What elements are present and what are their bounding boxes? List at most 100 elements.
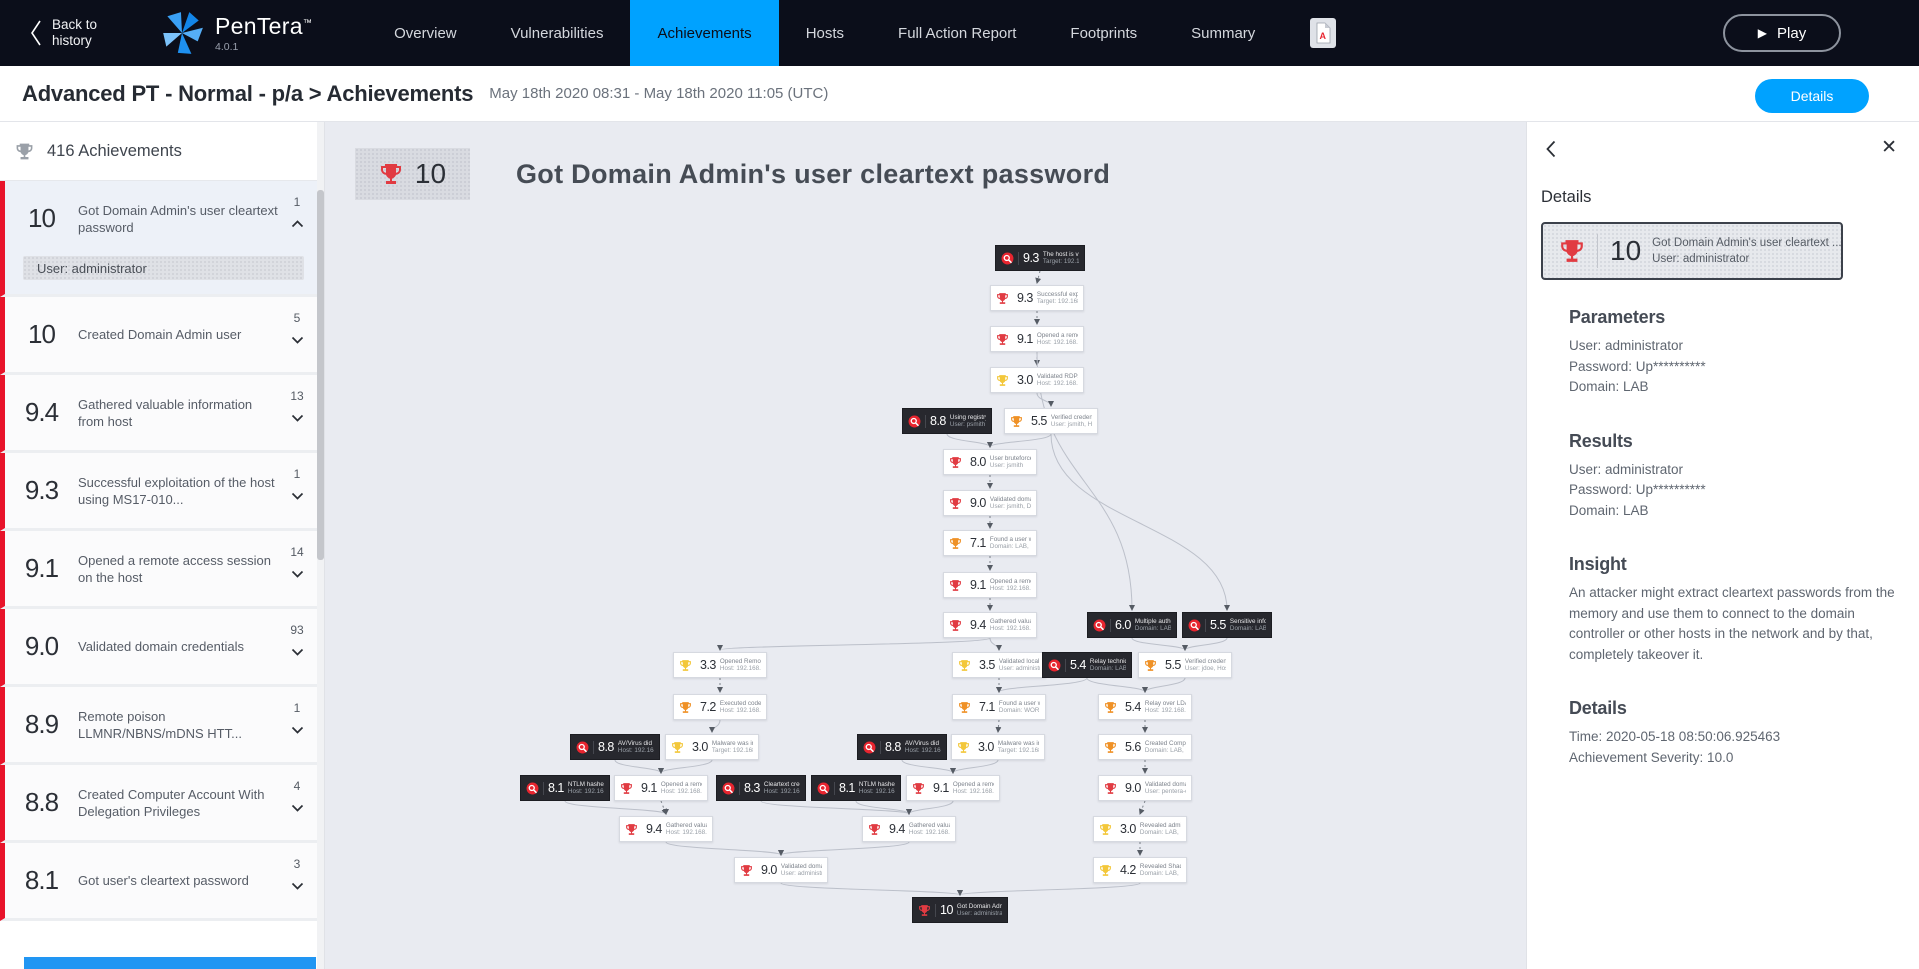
node-line2: Host: 192.168.20.20 [989, 585, 1031, 592]
graph-edge [717, 637, 991, 651]
node-line2: Host: 192.168.20.20 [567, 788, 604, 795]
vulnerability-icon [863, 741, 876, 754]
node-text: Opened a remote access ...Host: 192.168.… [1037, 332, 1078, 347]
achievement-title: Successful exploitation of the host usin… [78, 474, 275, 507]
node-line2: Host: 192.168.20.20 [719, 665, 761, 672]
tab-full-action-report[interactable]: Full Action Report [898, 24, 1017, 42]
tab-overview[interactable]: Overview [394, 24, 457, 42]
export-pdf-button[interactable] [1310, 0, 1336, 66]
node-line1: Created Computer Account [1144, 739, 1186, 747]
sidebar-scrollbar-thumb[interactable] [317, 190, 324, 560]
chevron-down-icon[interactable] [284, 643, 310, 661]
achievement-item-meta: 93 [284, 623, 310, 661]
graph-edge [780, 882, 963, 896]
selected-achievement-card[interactable]: 10 Got Domain Admin's user cleartext ...… [1541, 222, 1843, 280]
sidebar-scrollbar-track[interactable] [317, 122, 324, 969]
graph-node[interactable]: 8.8AV/Virus did not block m...Host: 192.… [857, 734, 947, 760]
chevron-down-icon[interactable] [284, 487, 310, 505]
node-score: 5.4 [1125, 700, 1141, 714]
node-line1: Gathered valuable inform... [989, 617, 1031, 625]
achievement-score: 10 [28, 319, 56, 349]
node-score: 3.0 [1017, 373, 1033, 387]
chevron-down-icon[interactable] [284, 877, 310, 895]
close-icon[interactable]: ✕ [1881, 137, 1897, 158]
node-score: 3.0 [1120, 822, 1136, 836]
chevron-up-icon[interactable] [284, 215, 310, 233]
trophy-icon [949, 456, 966, 469]
graph-edge [950, 759, 999, 774]
details-button[interactable]: Details [1755, 79, 1869, 113]
tab-summary[interactable]: Summary [1191, 24, 1256, 42]
tab-achievements[interactable]: Achievements [630, 0, 779, 66]
node-line1: Opened a remote access ... [1036, 331, 1078, 339]
node-score: 8.1 [548, 781, 564, 795]
play-button[interactable]: ▶ Play [1723, 14, 1841, 52]
chevron-down-icon[interactable] [284, 565, 310, 583]
chevron-down-icon[interactable] [284, 721, 310, 739]
graph-node[interactable]: 8.8AV/Virus did not block m...Host: 192.… [570, 734, 660, 760]
back-to-history-button[interactable]: Back to history [30, 0, 97, 66]
chevron-down-icon[interactable] [284, 409, 310, 427]
node-text: Gathered valuable inform...Host: 192.168… [990, 618, 1031, 633]
achievement-count: 4 [293, 779, 301, 793]
tab-footprints[interactable]: Footprints [1070, 24, 1138, 42]
node-line1: Validated RDP/Ne... [1036, 372, 1078, 380]
tab-vulnerabilities[interactable]: Vulnerabilities [510, 24, 604, 42]
graph-edge [760, 800, 912, 815]
panel-heading: Details [1541, 188, 1592, 206]
page-title: Got Domain Admin's user cleartext passwo… [516, 158, 1111, 189]
chevron-down-icon[interactable] [284, 799, 310, 817]
node-line1: Malware was injected to ... [711, 739, 753, 747]
achievement-title: Got user's cleartext password [78, 873, 249, 888]
tab-hosts[interactable]: Hosts [805, 24, 845, 42]
chevron-down-icon[interactable] [284, 331, 310, 349]
panel-back-button[interactable] [1546, 140, 1556, 163]
